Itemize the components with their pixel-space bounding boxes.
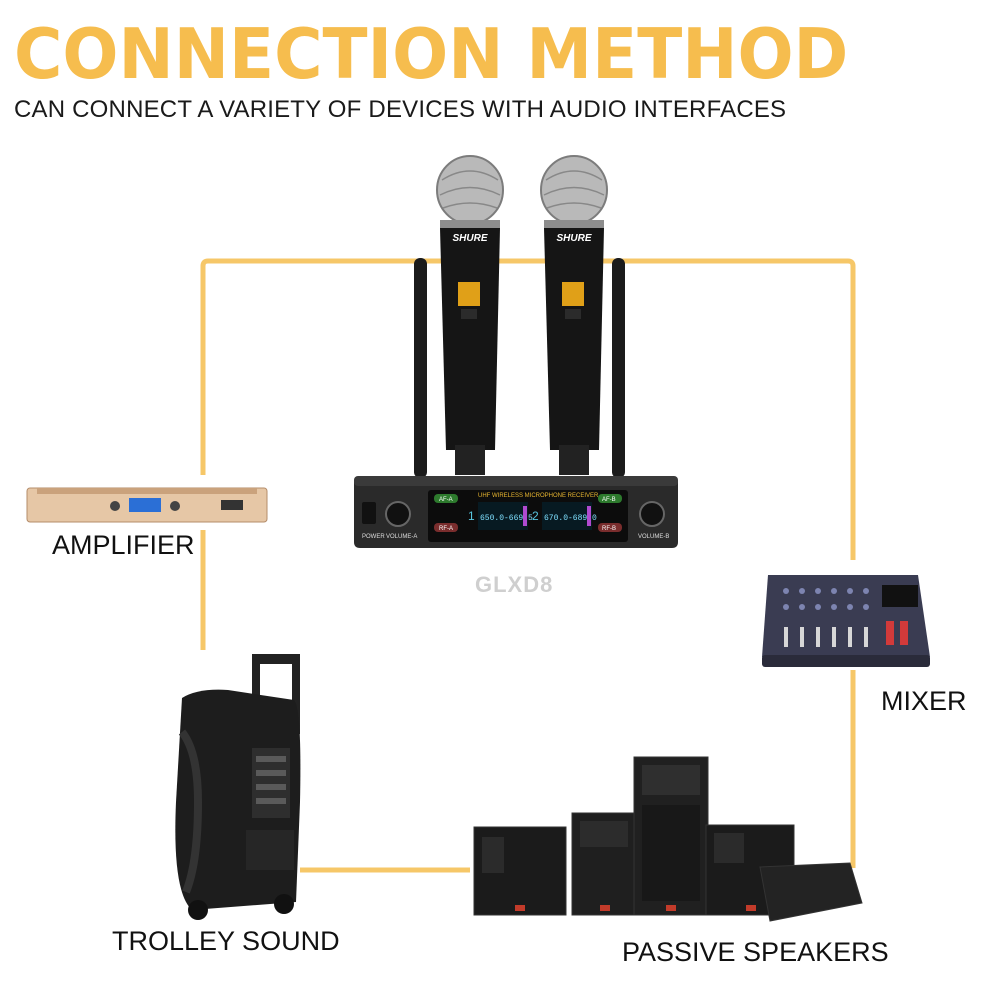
microphone-b: SHURE bbox=[540, 155, 608, 475]
svg-text:650.0-669.5: 650.0-669.5 bbox=[480, 514, 533, 523]
svg-text:RF-B: RF-B bbox=[602, 526, 616, 532]
wireless-microphone-system: SHURE SHURE POWER VOLUME-A VOLUME-B UHF … bbox=[354, 155, 678, 548]
svg-text:RF-A: RF-A bbox=[439, 526, 453, 532]
connection-path bbox=[200, 258, 856, 560]
svg-text:AF-B: AF-B bbox=[602, 497, 616, 503]
svg-text:1: 1 bbox=[468, 509, 475, 523]
amplifier-device bbox=[26, 487, 268, 523]
passive-speakers-device bbox=[473, 756, 863, 922]
page-subtitle: CAN CONNECT A VARIETY OF DEVICES WITH AU… bbox=[14, 96, 787, 123]
model-name: GLXD8 bbox=[475, 572, 554, 597]
svg-text:POWER: POWER bbox=[362, 534, 385, 540]
trolley-label: TROLLEY SOUND bbox=[112, 926, 340, 956]
svg-text:670.0-689.0: 670.0-689.0 bbox=[544, 514, 597, 523]
antenna-right bbox=[612, 258, 625, 478]
svg-text:2: 2 bbox=[532, 509, 539, 523]
mixer-device bbox=[762, 575, 930, 667]
microphone-a: SHURE bbox=[436, 155, 504, 475]
speakers-label: PASSIVE SPEAKERS bbox=[622, 937, 889, 967]
svg-text:VOLUME-A: VOLUME-A bbox=[386, 534, 417, 540]
svg-text:UHF WIRELESS MICROPHONE RECEIV: UHF WIRELESS MICROPHONE RECEIVER bbox=[478, 493, 599, 499]
mixer-label: MIXER bbox=[881, 686, 967, 716]
page-title: CONNECTION METHOD bbox=[14, 14, 849, 95]
svg-text:VOLUME-B: VOLUME-B bbox=[638, 534, 669, 540]
receiver-unit: POWER VOLUME-A VOLUME-B UHF WIRELESS MIC… bbox=[354, 476, 678, 548]
svg-text:SHURE: SHURE bbox=[452, 233, 487, 244]
antenna-left bbox=[414, 258, 427, 478]
trolley-speaker-device bbox=[175, 654, 301, 920]
svg-text:SHURE: SHURE bbox=[556, 233, 591, 244]
svg-text:AF-A: AF-A bbox=[439, 497, 453, 503]
amplifier-label: AMPLIFIER bbox=[52, 530, 195, 560]
